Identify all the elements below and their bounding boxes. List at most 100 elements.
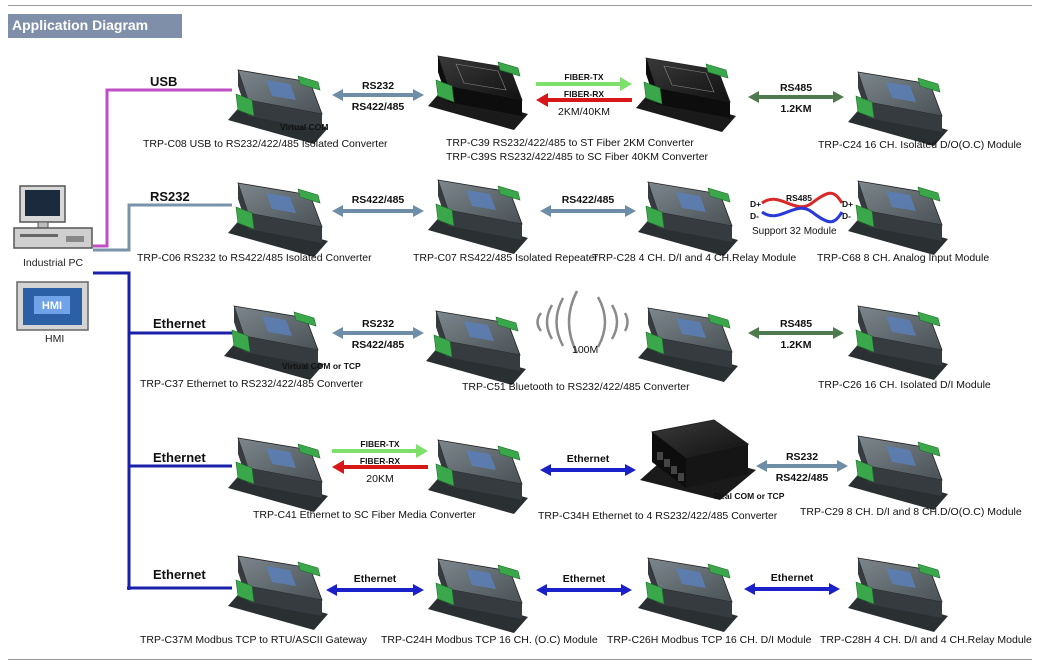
caption-c07: TRP-C07 RS422/485 Isolated Repeater — [413, 252, 599, 264]
rs232-line — [93, 203, 232, 252]
d-plus-left: D+ — [750, 199, 761, 209]
virtual-com-note: Virtual COM — [280, 122, 329, 132]
device-c07 — [428, 179, 528, 254]
caption-c37: TRP-C37 Ethernet to RS232/422/485 Conver… — [140, 378, 363, 390]
link-r2b: RS422/485 — [540, 194, 636, 217]
link-r4b: Ethernet — [540, 453, 636, 476]
devices — [224, 55, 948, 633]
device-c26 — [848, 305, 948, 380]
device-c28h — [848, 557, 948, 632]
caption-c26: TRP-C26 16 CH. Isolated D/I Module — [818, 379, 991, 391]
link-label: Ethernet — [354, 573, 397, 585]
industrial-pc-label: Industrial PC — [23, 257, 84, 269]
device-c41b — [428, 439, 528, 514]
link-label: RS422/485 — [562, 194, 615, 206]
caption-c34h: TRP-C34H Ethernet to 4 RS232/422/485 Con… — [538, 510, 778, 522]
bus-label-ethernet-3: Ethernet — [153, 567, 206, 582]
link-label: RS422/485 — [352, 101, 405, 113]
link-r1b: FIBER-TX FIBER-RX 2KM/40KM — [536, 72, 632, 118]
ethernet-trunk — [93, 271, 131, 590]
link-label: FIBER-RX — [360, 456, 400, 466]
d-plus-right: D+ — [842, 199, 853, 209]
device-c51b — [638, 307, 738, 382]
caption-c08: TRP-C08 USB to RS232/422/485 Isolated Co… — [143, 138, 388, 150]
caption-c41: TRP-C41 Ethernet to SC Fiber Media Conve… — [253, 509, 476, 521]
link-label: RS485 — [780, 318, 812, 330]
device-c68 — [848, 180, 948, 255]
industrial-pc-icon — [13, 185, 93, 249]
device-c37m — [228, 555, 328, 630]
hmi-icon — [16, 281, 89, 331]
device-c39a — [428, 55, 528, 130]
usb-line — [93, 88, 232, 248]
caption-c51: TRP-C51 Bluetooth to RS232/422/485 Conve… — [462, 381, 690, 393]
device-c51a — [426, 310, 526, 385]
bus-label-ethernet-2: Ethernet — [153, 450, 206, 465]
twisted-pair-icon — [761, 191, 844, 224]
device-c41a — [228, 437, 328, 512]
hmi-label: HMI — [45, 333, 64, 345]
bottom-divider — [8, 659, 1032, 660]
top-divider — [8, 5, 1032, 6]
link-r5c: Ethernet — [744, 572, 840, 595]
caption-c06: TRP-C06 RS232 to RS422/485 Isolated Conv… — [137, 252, 372, 264]
link-label: FIBER-RX — [564, 89, 604, 99]
real-com-tcp-note: Real COM or TCP — [714, 491, 785, 501]
caption-c39: TRP-C39 RS232/422/485 to ST Fiber 2KM Co… — [446, 137, 694, 149]
device-c26h — [638, 557, 738, 632]
device-c24h — [428, 558, 528, 633]
link-r5b: Ethernet — [536, 573, 632, 596]
link-label: FIBER-TX — [360, 439, 400, 449]
link-label: 1.2KM — [781, 103, 812, 115]
device-c34h — [640, 419, 756, 500]
caption-c39s: TRP-C39S RS232/422/485 to SC Fiber 40KM … — [446, 151, 709, 163]
caption-c26h: TRP-C26H Modbus TCP 16 CH. D/I Module — [607, 634, 812, 646]
bus-wiring — [93, 88, 232, 590]
link-label: RS232 — [362, 80, 394, 92]
bluetooth-range: 100M — [572, 344, 598, 356]
header-bar — [8, 14, 182, 38]
device-c39-pair — [636, 57, 736, 132]
link-r3c: RS485 1.2KM — [748, 318, 844, 351]
d-minus-right: D- — [842, 211, 851, 221]
link-label: Ethernet — [567, 453, 610, 465]
d-minus-left: D- — [750, 211, 759, 221]
device-c37 — [224, 305, 324, 380]
link-label: RS232 — [362, 318, 394, 330]
link-label: 2KM/40KM — [558, 106, 610, 118]
link-label: RS422/485 — [352, 194, 405, 206]
device-c28 — [638, 181, 738, 256]
caption-c28h: TRP-C28H 4 CH. D/I and 4 CH.Relay Module — [820, 634, 1032, 646]
link-label: Ethernet — [771, 572, 814, 584]
link-label: 1.2KM — [781, 339, 812, 351]
bus-label-rs232: RS232 — [150, 189, 190, 204]
caption-c68: TRP-C68 8 CH. Analog Input Module — [817, 252, 989, 264]
caption-c28: TRP-C28 4 CH. D/I and 4 CH.Relay Module — [592, 252, 796, 264]
link-label: RS232 — [786, 451, 818, 463]
device-c29 — [848, 435, 948, 510]
caption-c24: TRP-C24 16 CH. Isolated D/O(O.C) Module — [818, 139, 1022, 151]
link-label: RS422/485 — [352, 339, 405, 351]
caption-c24h: TRP-C24H Modbus TCP 16 CH. (O.C) Module — [381, 634, 598, 646]
link-label: RS422/485 — [776, 472, 829, 484]
link-label: FIBER-TX — [564, 72, 604, 82]
link-r1c: RS485 1.2KM — [748, 82, 844, 115]
link-r2a: RS422/485 — [332, 194, 424, 217]
support-note: Support 32 Module — [752, 226, 837, 237]
link-label: Ethernet — [563, 573, 606, 585]
bus-label-usb: USB — [150, 74, 177, 89]
twisted-pair-label: RS485 — [786, 193, 812, 203]
device-c08 — [228, 69, 328, 144]
link-label: RS485 — [780, 82, 812, 94]
diagram-title: Application Diagram — [12, 17, 149, 33]
links: RS232RS422/485FIBER-TXFIBER-RX2KM/40KMRS… — [326, 72, 848, 596]
hmi-screen-text: HMI — [42, 300, 62, 312]
bus-label-ethernet-1: Ethernet — [153, 316, 206, 331]
link-r5a: Ethernet — [326, 573, 424, 596]
device-c06 — [228, 182, 328, 257]
bluetooth-waves-icon — [536, 290, 629, 354]
